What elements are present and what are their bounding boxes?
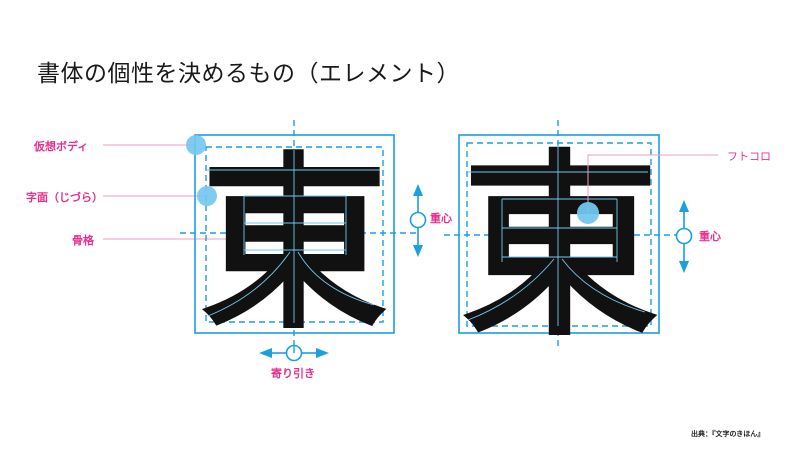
skeleton-lines-right (467, 145, 648, 326)
source-credit: 出典：『文字のきほん』 (691, 430, 765, 438)
left-figure: 東 (103, 120, 427, 362)
virtual-body-box-right (458, 134, 660, 334)
spacing-indicator (259, 344, 329, 362)
label-face: 字面（じづら） (26, 191, 103, 204)
label-weight-center-left: 重心 (430, 212, 452, 225)
weight-center-indicator-left (409, 184, 427, 257)
page-title: 書体の個性を決めるもの（エレメント） (37, 61, 460, 87)
glyph-higashi-right: 東 (461, 130, 659, 363)
face-marker (197, 186, 217, 206)
counter-marker (577, 202, 599, 224)
label-skeleton: 骨格 (72, 234, 94, 247)
label-spacing: 寄り引き (271, 367, 315, 380)
skeleton-lines (207, 150, 380, 323)
virtual-body-marker (186, 135, 206, 155)
weight-center-indicator-right (675, 200, 693, 273)
label-weight-center-right: 重心 (699, 230, 721, 243)
label-virtual-body: 仮想ボディ (34, 140, 89, 153)
counter-leader (587, 154, 718, 213)
label-counter: フトコロ (727, 150, 771, 163)
right-figure: 東 (444, 120, 718, 363)
